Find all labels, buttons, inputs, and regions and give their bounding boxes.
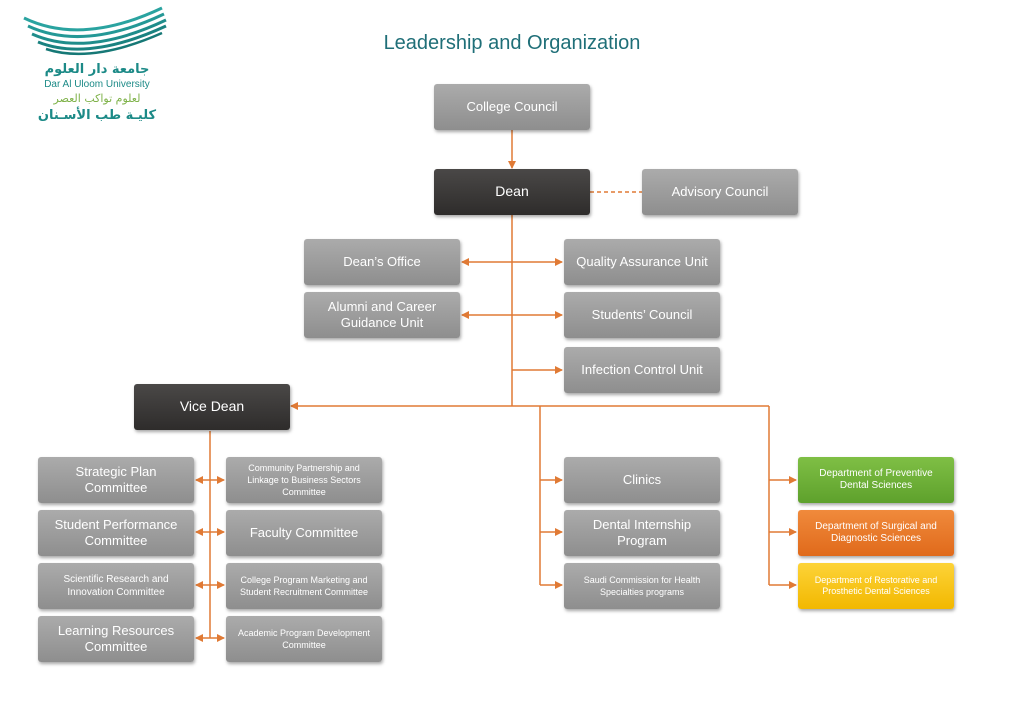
logo-english-name: Dar Al Uloom University: [44, 79, 150, 90]
logo-wave-icon: [23, 6, 167, 56]
node-dept-restorative: Department of Restorative and Prosthetic…: [798, 563, 954, 609]
logo-arabic-college: كليـة طب الأسـنان: [37, 108, 157, 123]
node-academic-program: Academic Program Development Committee: [226, 616, 382, 662]
node-faculty-committee: Faculty Committee: [226, 510, 382, 556]
node-advisory-council: Advisory Council: [642, 169, 798, 215]
node-dental-internship: Dental Internship Program: [564, 510, 720, 556]
node-student-performance: Student Performance Committee: [38, 510, 194, 556]
node-dept-surgical: Department of Surgical and Diagnostic Sc…: [798, 510, 954, 556]
node-clinics: Clinics: [564, 457, 720, 503]
node-dept-preventive: Department of Preventive Dental Sciences: [798, 457, 954, 503]
page-title: Leadership and Organization: [383, 32, 641, 54]
node-scientific-research: Scientific Research and Innovation Commi…: [38, 563, 194, 609]
logo-arabic-slogan: لعلوم تواكب العصر: [53, 92, 141, 105]
node-college-council: College Council: [434, 84, 590, 130]
university-logo: جامعة دار العلوم Dar Al Uloom University…: [22, 6, 172, 131]
node-dean: Dean: [434, 169, 590, 215]
node-vice-dean: Vice Dean: [134, 384, 290, 430]
node-students-council: Students’ Council: [564, 292, 720, 338]
node-infection-control: Infection Control Unit: [564, 347, 720, 393]
node-college-program-marketing: College Program Marketing and Student Re…: [226, 563, 382, 609]
node-deans-office: Dean’s Office: [304, 239, 460, 285]
node-strategic-plan: Strategic Plan Committee: [38, 457, 194, 503]
node-alumni-career: Alumni and Career Guidance Unit: [304, 292, 460, 338]
node-saudi-commission: Saudi Commission for Health Specialties …: [564, 563, 720, 609]
node-community-partnership: Community Partnership and Linkage to Bus…: [226, 457, 382, 503]
logo-arabic-name: جامعة دار العلوم: [44, 62, 150, 77]
node-quality-assurance: Quality Assurance Unit: [564, 239, 720, 285]
node-learning-resources: Learning Resources Committee: [38, 616, 194, 662]
